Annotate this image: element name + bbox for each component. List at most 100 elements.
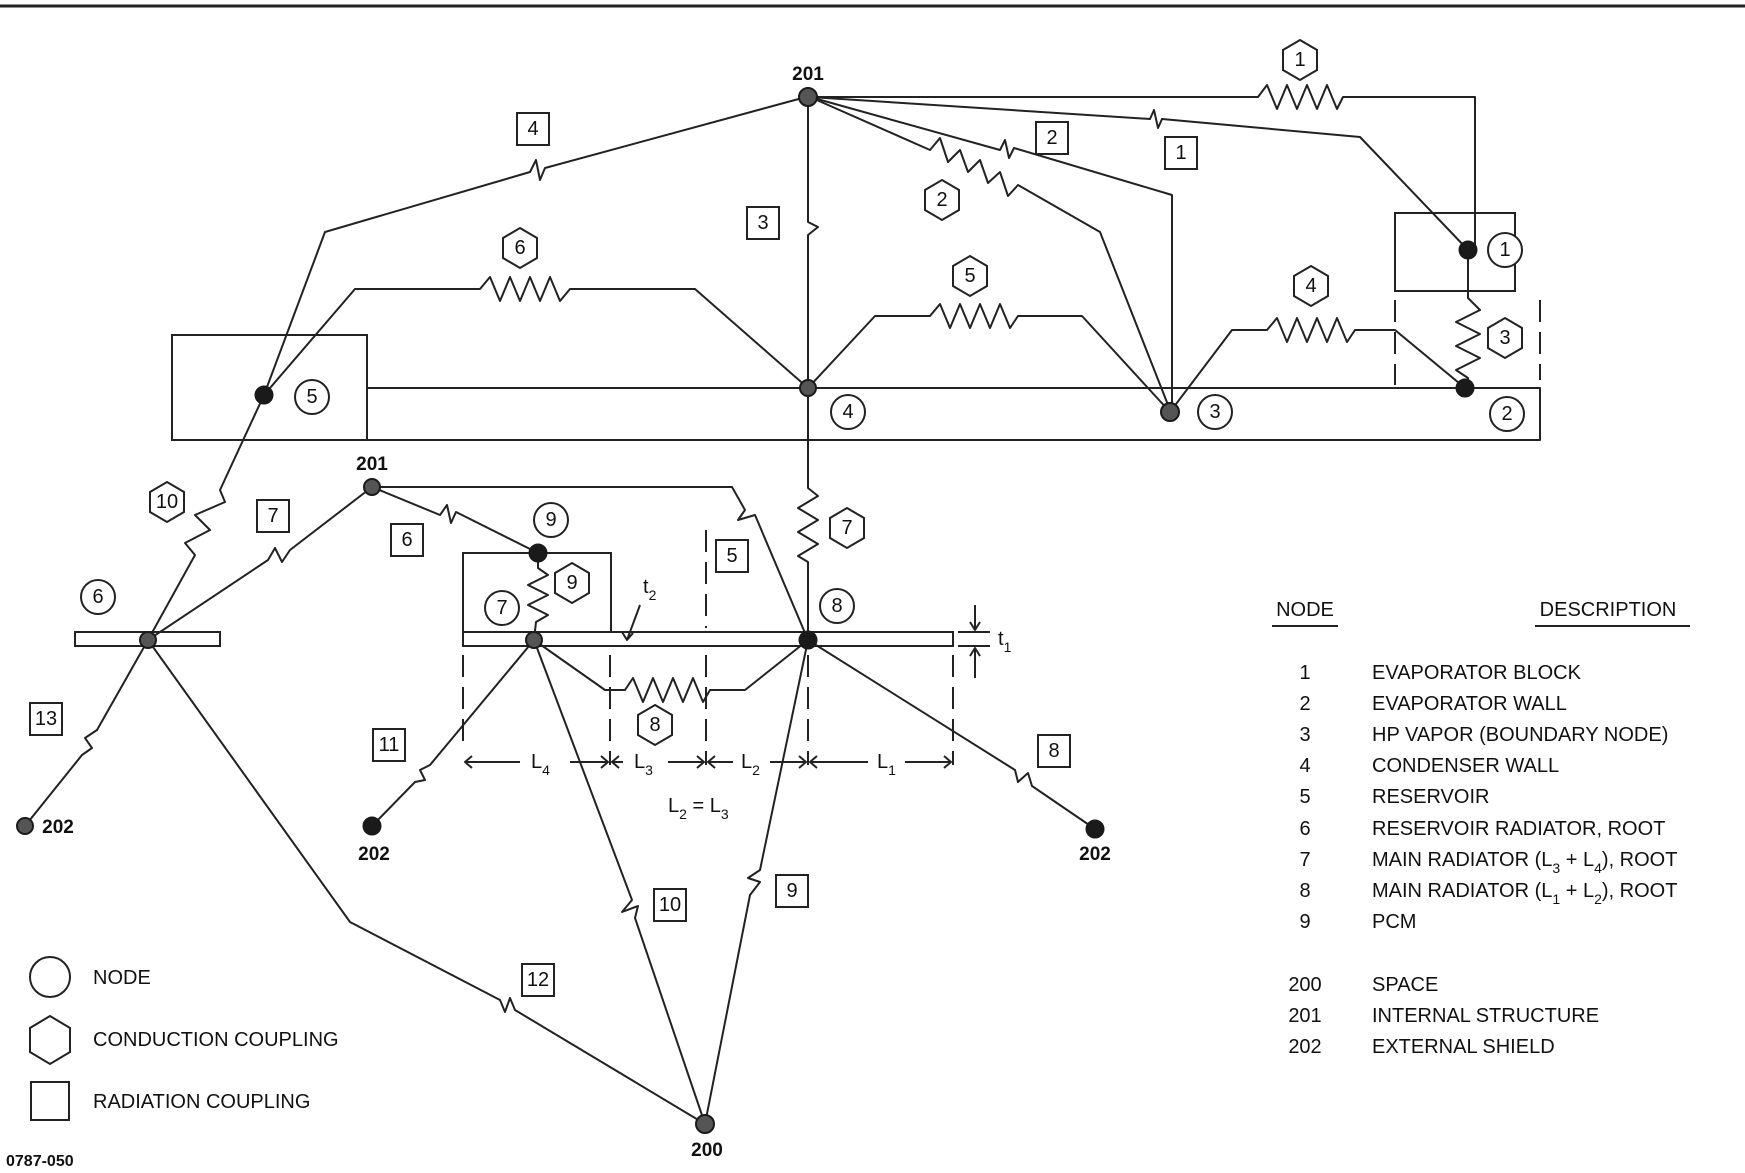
node-circle-9	[533, 502, 569, 538]
link-node4-node3-conduction	[807, 303, 1171, 413]
rad-sq-4	[516, 112, 550, 146]
table-row-node: 9	[1299, 911, 1310, 933]
dim-label-t1: t1	[998, 628, 1012, 655]
cond-hex-4-label: 4	[1305, 275, 1316, 297]
node-circle-2-label: 2	[1501, 403, 1512, 425]
link-node7-node8-conduction	[533, 639, 809, 703]
dim-line-l1	[809, 755, 952, 769]
link-node5-node6-conduction	[147, 394, 265, 641]
node-circle-4	[830, 394, 866, 430]
cond-hex-8	[637, 703, 673, 747]
label-200: 200	[691, 1140, 723, 1161]
table-row-node: 200	[1288, 974, 1321, 996]
rad-sq-10-label: 10	[659, 894, 681, 916]
rad-sq-3	[746, 206, 780, 240]
dim-label-l3: L3	[634, 751, 653, 778]
node-circle-markers: 1 2 3 4 5 6 7 8 9	[80, 232, 1525, 626]
cond-hex-6-label: 6	[514, 237, 525, 259]
node-5-dot	[254, 385, 274, 405]
rad-sq-12	[521, 963, 555, 997]
table-row-node: 1	[1299, 662, 1310, 684]
rad-sq-9	[775, 874, 809, 908]
node-9-dot	[528, 543, 548, 563]
upper-couplings	[263, 84, 1481, 640]
dimension-labels: L4 L3 L2 L1 t1 t2 L2 = L3	[531, 576, 1012, 822]
rad-sq-6-label: 6	[401, 529, 412, 551]
node-2-dot	[1455, 378, 1475, 398]
rad-sq-10	[653, 888, 687, 922]
heat-pipe-body	[367, 387, 1541, 441]
node-202-right	[1085, 819, 1105, 839]
shape-legend: NODE CONDUCTION COUPLING RADIATION COUPL…	[29, 956, 339, 1121]
table-row-node: 5	[1299, 786, 1310, 808]
node-202-mid	[362, 816, 382, 836]
link-201b-node9-radiation	[371, 486, 539, 554]
legend-conduction-hexagon	[29, 1014, 71, 1066]
table-row-description: HP VAPOR (BOUNDARY NODE)	[1372, 724, 1668, 746]
table-row-description: MAIN RADIATOR (L3 + L4), ROOT	[1372, 849, 1677, 876]
node-circle-3	[1197, 394, 1233, 430]
table-row-node: 2	[1299, 693, 1310, 715]
cond-hex-3-label: 3	[1499, 327, 1510, 349]
node-200-dot	[695, 1114, 715, 1134]
t2-arrow	[621, 604, 641, 641]
table-row-node: 6	[1299, 818, 1310, 840]
link-201-node5-radiation	[263, 96, 807, 396]
cond-hex-1-label: 1	[1294, 49, 1305, 71]
cond-hex-10-label: 10	[156, 491, 178, 513]
cond-hex-2	[924, 178, 960, 222]
link-201-node3-radiation	[809, 96, 1173, 412]
link-201-node3-conduction	[809, 96, 1171, 411]
table-row-description: EXTERNAL SHIELD	[1372, 1036, 1555, 1058]
node-1-dot	[1458, 240, 1478, 260]
radiation-coupling-markers: 1 2 3 4 5 6 7 8 9 10 11 12 13	[29, 112, 1198, 997]
label-201-bottom: 201	[356, 454, 388, 475]
table-row-description: RESERVOIR	[1372, 786, 1489, 808]
node-description-table: NODE DESCRIPTION 1 EVAPORATOR BLOCK 2 EV…	[1272, 599, 1690, 1058]
node-circle-5	[294, 379, 330, 415]
dim-line-l4	[464, 755, 609, 769]
node-circle-5-label: 5	[306, 386, 317, 408]
rad-sq-4-label: 4	[527, 118, 538, 140]
node-circle-2	[1489, 396, 1525, 432]
rad-sq-9-label: 9	[786, 880, 797, 902]
table-row-description: MAIN RADIATOR (L1 + L2), ROOT	[1372, 880, 1677, 907]
link-201-node4-radiation	[807, 97, 819, 388]
legend-node-circle	[29, 956, 71, 998]
table-row-node: 7	[1299, 849, 1310, 871]
node-circle-8	[819, 588, 855, 624]
table-row-description: RESERVOIR RADIATOR, ROOT	[1372, 818, 1665, 840]
cond-hex-5-label: 5	[964, 265, 975, 287]
cond-hex-2-label: 2	[936, 189, 947, 211]
cond-hex-8-label: 8	[649, 714, 660, 736]
link-node8-202-radiation	[807, 639, 1096, 830]
table-row-description: EVAPORATOR WALL	[1372, 693, 1567, 715]
node-circle-1	[1487, 232, 1523, 268]
dim-label-l4: L4	[531, 751, 550, 778]
rad-sq-5-label: 5	[726, 545, 737, 567]
link-node3-node2-conduction	[1169, 317, 1466, 413]
table-row-description: EVAPORATOR BLOCK	[1372, 662, 1582, 684]
link-node5-node4-conduction	[263, 276, 809, 396]
main-radiator-plate	[462, 631, 954, 647]
dim-label-l2: L2	[741, 751, 760, 778]
cond-hex-6	[502, 226, 538, 270]
rad-sq-12-label: 12	[527, 969, 549, 991]
node-circle-4-label: 4	[842, 401, 853, 423]
node-circle-9-label: 9	[545, 509, 556, 531]
rad-sq-8-label: 8	[1048, 740, 1059, 762]
heat-pipe-assembly	[171, 212, 1541, 441]
legend-node-label: NODE	[93, 967, 151, 989]
label-201-top: 201	[792, 64, 824, 85]
rad-sq-13-label: 13	[35, 708, 57, 730]
table-row-node: 202	[1288, 1036, 1321, 1058]
link-node6-201b-radiation	[147, 486, 373, 641]
rad-sq-13	[29, 702, 63, 736]
node-circle-8-label: 8	[831, 595, 842, 617]
link-node7-200-radiation	[533, 639, 706, 1125]
table-row-node: 4	[1299, 755, 1310, 777]
cond-hex-10	[149, 480, 185, 524]
rad-sq-2	[1035, 121, 1069, 155]
node-circle-6	[80, 579, 116, 615]
